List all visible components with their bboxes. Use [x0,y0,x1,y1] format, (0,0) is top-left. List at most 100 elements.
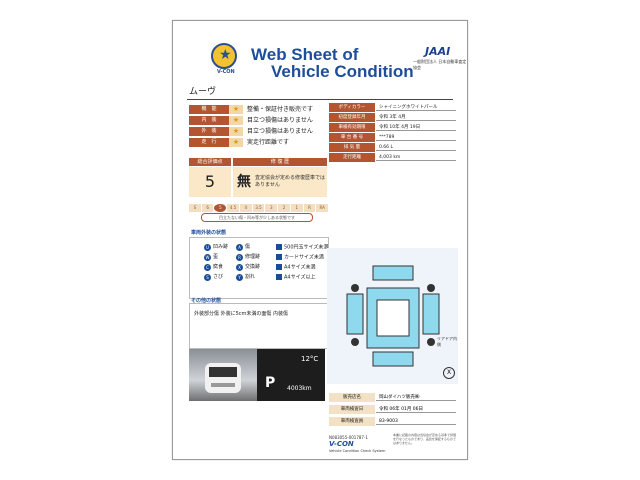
size-item: 500円玉サイズ未満 [276,244,328,252]
spec-label: 排 気 量 [329,143,375,152]
scale-step-selected: 5 [214,204,228,212]
star-icon: ★ [229,138,243,147]
star-icon: ★ [229,116,243,125]
code-badge-icon: A [236,244,243,251]
car-layout-icon [346,265,440,367]
scale-step: 6 [201,204,215,212]
meter-odo: 4003km [287,385,312,392]
star-icon: ★ [229,105,243,114]
vcon-logo-icon: ★ [211,43,237,69]
code-badge-icon: Y [236,274,243,281]
size-item: A4サイズ以上 [276,274,315,282]
shop-value: 令和 06年 01月 06日 [376,405,456,413]
vehicle-condition-sheet: ★ V-CON Web Sheet of Vehicle Condition J… [172,20,468,460]
grade-row-function: 機 能 ★ 整備・保証付き販売です [189,105,329,114]
sheet-title-line2: Vehicle Condition [271,62,414,81]
grade-text: 目立つ損傷はありません [247,117,313,124]
sheet-title-line1: Web Sheet of [251,45,359,64]
code-badge-icon: U [204,244,211,251]
history-kanji: 無 [237,174,251,190]
scale-step: S [189,204,202,212]
size-marker-icon [276,274,282,280]
scale-step: R [303,204,317,212]
spec-label: ボディカラー [329,103,375,112]
shop-row: 車両検査日令和 06年 01月 06日 [329,405,457,414]
scale-step: 4 [239,204,253,212]
spec-label: 走行距離 [329,153,375,162]
code-badge-icon: S [204,274,211,281]
size-marker-icon [276,264,282,270]
vcon-brand-sub: Vehicle Condition Check System [329,449,386,453]
shop-row: 販売店名岡山ダイハツ販売㈱ [329,393,457,402]
history-header: 修 復 歴 [233,158,327,166]
shop-value: 83-9003 [376,417,456,425]
x-mark-icon: X [443,367,455,379]
org-name: 一般財団法人 日本自動車査定協会 [413,59,467,70]
spec-row: ボディカラーシャイニングホワイトパール [329,103,457,112]
code-badge-icon: W [204,254,211,261]
scale-step: 3 [265,204,279,212]
grade-text: 実走行距離です [247,139,290,146]
grade-text: 整備・保証付き販売です [247,106,314,113]
scale-step: 2 [278,204,291,212]
grade-row-interior: 内 装 ★ 目立つ損傷はありません [189,116,329,125]
scale-note: 目立たない傷・凹み等が少しある状態です [201,213,313,222]
car-front-icon [205,363,241,393]
spec-value: 令和 10年 4月 19日 [376,123,456,131]
spec-row: 車 台 番 号***789 [329,133,457,142]
other-state-text: 外装部分傷 外装に5cm未満の面傷 内装傷 [194,311,288,317]
shop-value: 岡山ダイハツ販売㈱ [376,393,456,401]
shop-label: 車両検査員 [329,417,375,426]
meter-gear: P [265,375,276,391]
spec-value: 令和 3年 4月 [376,113,456,121]
code-badge-icon: R [236,254,243,261]
model-name: ムーヴ [189,87,217,97]
spec-value: シャイニングホワイトパール [376,103,456,111]
diagram-note: リアドア内側 [437,336,457,347]
other-state-box: 外装部分傷 外装に5cm未満の面傷 内装傷 [189,303,329,349]
spec-value: 4,003 km [376,153,456,161]
grade-label: 機 能 [189,105,229,114]
logo-text: V-CON [217,69,235,75]
size-item: A4サイズ未満 [276,264,315,272]
size-marker-icon [276,244,282,250]
spec-row: 車検有効期限令和 10年 4月 19日 [329,123,457,132]
size-item: カードサイズ未満 [276,254,324,262]
sheet-number: N083055-001787-1 [329,435,368,440]
spec-row: 初度登録年月令和 3年 4月 [329,113,457,122]
other-state-title: その他の状態 [191,298,222,304]
scale-step: RA [316,204,330,212]
history-text: 査定協会が定める修復歴車ではありません [255,175,326,188]
jaai-logo: JAAI [425,45,451,58]
scale-step: 4.5 [227,204,240,212]
spec-label: 車検有効期限 [329,123,375,132]
size-marker-icon [276,254,282,260]
grade-label: 走 行 [189,138,229,147]
shop-label: 車両検査日 [329,405,375,414]
vehicle-photo-meter: P 4003km 12°C [257,349,325,401]
vehicle-photo-exterior [189,349,257,401]
divider [187,99,453,100]
scale-step: 3.5 [252,204,266,212]
vcon-brand: V-CON [329,440,354,448]
grade-label: 外 装 [189,127,229,136]
score-header: 総合評価点 [189,158,231,166]
star-icon: ★ [229,127,243,136]
grade-label: 内 装 [189,116,229,125]
repair-history: 無 査定協会が定める修復歴車ではありません [233,167,327,197]
grade-scale: S 6 5 4.5 4 3.5 3 2 1 R RA [189,204,330,212]
spec-label: 車 台 番 号 [329,133,375,142]
total-score: 5 [189,167,231,197]
grade-row-mileage: 走 行 ★ 実走行距離です [189,138,329,147]
